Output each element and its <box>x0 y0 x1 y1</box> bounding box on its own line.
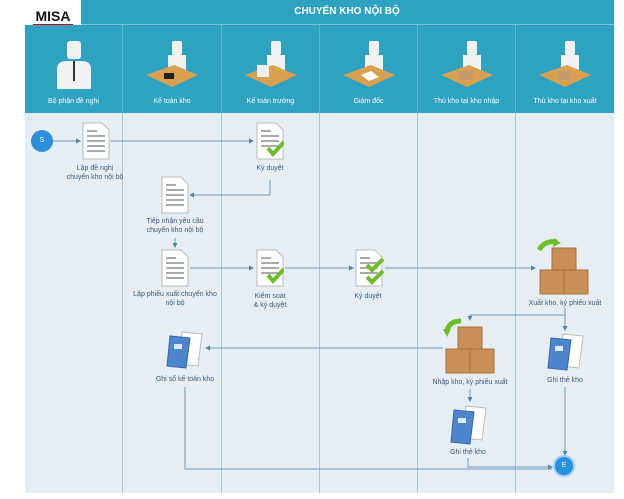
person-desk-icon <box>146 41 198 87</box>
lane-label: Kế toán trưởng <box>246 98 295 105</box>
lane-header-bo-phan-de-nghi: Bộ phận đề nghị <box>25 25 123 113</box>
lane-label: Thủ kho tại kho xuất <box>533 98 597 105</box>
end-event: E <box>553 455 575 477</box>
lane-label: Giám đốc <box>353 98 384 105</box>
lane-header-ke-toan-kho: Kế toán kho <box>123 25 222 113</box>
lane-header-giam-doc: Giám đốc <box>320 25 418 113</box>
step-ky-duyet-ktt: Ký duyệt <box>256 165 284 172</box>
step-ghi-the-kho-xuat: Ghi thẻ kho <box>547 377 583 384</box>
lane-header-thu-kho-xuat: Thủ kho tại kho xuất <box>516 25 614 113</box>
lane-label: Bộ phận đề nghị <box>48 98 99 105</box>
step-kiem-soat: Kiểm soát& ký duyệt <box>253 293 287 309</box>
lane-header-ke-toan-truong: Kế toán trưởng <box>222 25 320 113</box>
page-title: CHUYỂN KHO NỘI BỘ <box>294 6 400 17</box>
person-desk-icon <box>244 41 297 87</box>
step-xuat-kho: Xuất kho, ký phiếu xuất <box>528 300 602 307</box>
person-desk-icon <box>342 41 395 87</box>
step-ky-duyet-gd: Ký duyệt <box>354 293 382 300</box>
title-bar <box>25 0 614 25</box>
ledger-book-icon <box>166 331 203 369</box>
swimlane-body <box>25 113 614 493</box>
person-desk-icon <box>440 41 493 87</box>
lane-label: Thủ kho tại kho nhập <box>433 98 500 105</box>
approved-document-icon <box>256 122 284 160</box>
document-icon <box>161 249 189 287</box>
person-desk-icon <box>539 41 591 87</box>
boxes-import-icon <box>443 318 495 374</box>
lane-label: Kế toán kho <box>153 98 191 105</box>
start-event: S <box>31 130 53 152</box>
step-nhap-kho: Nhập kho, ký phiếu xuất <box>432 379 508 386</box>
approved-document-icon <box>256 249 284 287</box>
ledger-book-icon <box>450 405 487 445</box>
ledger-book-icon <box>547 333 584 371</box>
svg-text:MISA: MISA <box>36 8 71 24</box>
person-icon <box>56 41 91 89</box>
step-ghi-so: Ghi sổ kế toán kho <box>155 376 215 383</box>
double-approved-document-icon <box>355 249 385 287</box>
step-ghi-the-kho-nhap: Ghi thẻ kho <box>450 449 486 456</box>
document-icon <box>161 176 189 214</box>
document-icon <box>82 122 110 160</box>
boxes-export-icon <box>537 238 589 295</box>
lane-headers: Bộ phận đề nghị Kế toán kho Kế toán trưở… <box>25 25 614 113</box>
lane-header-thu-kho-nhap: Thủ kho tại kho nhập <box>418 25 516 113</box>
